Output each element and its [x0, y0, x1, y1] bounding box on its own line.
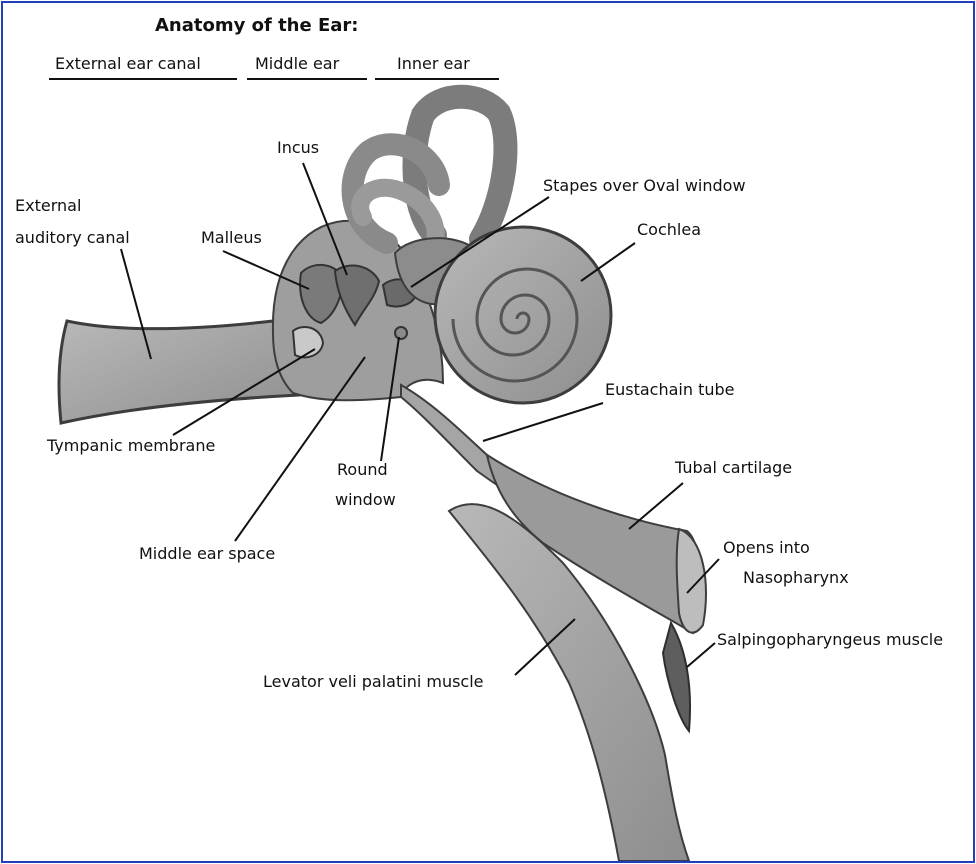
label-external-auditory-canal-2: auditory canal [15, 227, 130, 249]
label-middle-ear-space: Middle ear space [139, 543, 275, 565]
label-round-window-2: window [335, 489, 396, 511]
label-opens-into-2: Nasopharynx [743, 567, 849, 589]
label-cochlea: Cochlea [637, 219, 701, 241]
label-levator: Levator veli palatini muscle [263, 671, 484, 693]
leader-line-salpingo [687, 643, 715, 667]
label-tympanic: Tympanic membrane [47, 435, 215, 457]
label-round-window-1: Round [337, 459, 388, 481]
label-malleus: Malleus [201, 227, 262, 249]
label-salpingo: Salpingopharyngeus muscle [717, 629, 943, 651]
salpingopharyngeus-muscle-shape [663, 623, 690, 731]
nasopharynx-opening-shape [677, 529, 706, 633]
section-inner: Inner ear [397, 53, 470, 75]
diagram-title: Anatomy of the Ear: [155, 15, 359, 37]
label-opens-into-1: Opens into [723, 537, 810, 559]
label-incus: Incus [277, 137, 319, 159]
label-eustachian: Eustachain tube [605, 379, 735, 401]
label-stapes: Stapes over Oval window [543, 175, 746, 197]
external-auditory-canal-shape [59, 321, 303, 423]
leader-line-eustachian [483, 403, 603, 441]
leader-line-tubal-cartilage [629, 483, 683, 529]
round-window-shape [395, 327, 407, 339]
ear-anatomy-drawing [3, 3, 973, 861]
label-external-auditory-canal-1: External [15, 195, 81, 217]
label-tubal-cartilage: Tubal cartilage [675, 457, 792, 479]
section-middle: Middle ear [255, 53, 339, 75]
section-external: External ear canal [55, 53, 201, 75]
